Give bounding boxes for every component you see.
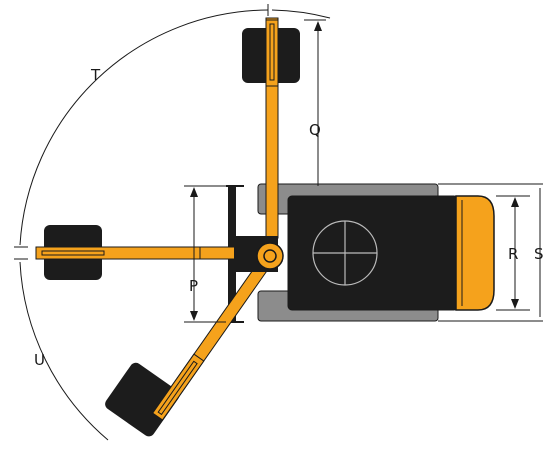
dimension-u	[14, 246, 109, 441]
dimension-r	[496, 195, 530, 311]
dimension-s	[438, 183, 543, 322]
label-p: P	[189, 277, 198, 295]
upper-structure	[287, 195, 495, 311]
label-u: U	[34, 351, 45, 369]
label-t: T	[90, 66, 101, 84]
label-r: R	[508, 245, 518, 263]
boom-diagonal	[105, 251, 276, 437]
slew-ring-icon	[312, 220, 378, 286]
boom-pivot	[234, 236, 284, 272]
label-q: Q	[309, 121, 321, 139]
boom-up	[242, 17, 300, 239]
dimension-t	[19, 4, 331, 246]
label-s: S	[534, 245, 543, 263]
dimension-p	[184, 185, 226, 323]
boom-left	[35, 225, 269, 280]
operator-cab	[455, 195, 495, 311]
dimension-q	[304, 19, 326, 186]
